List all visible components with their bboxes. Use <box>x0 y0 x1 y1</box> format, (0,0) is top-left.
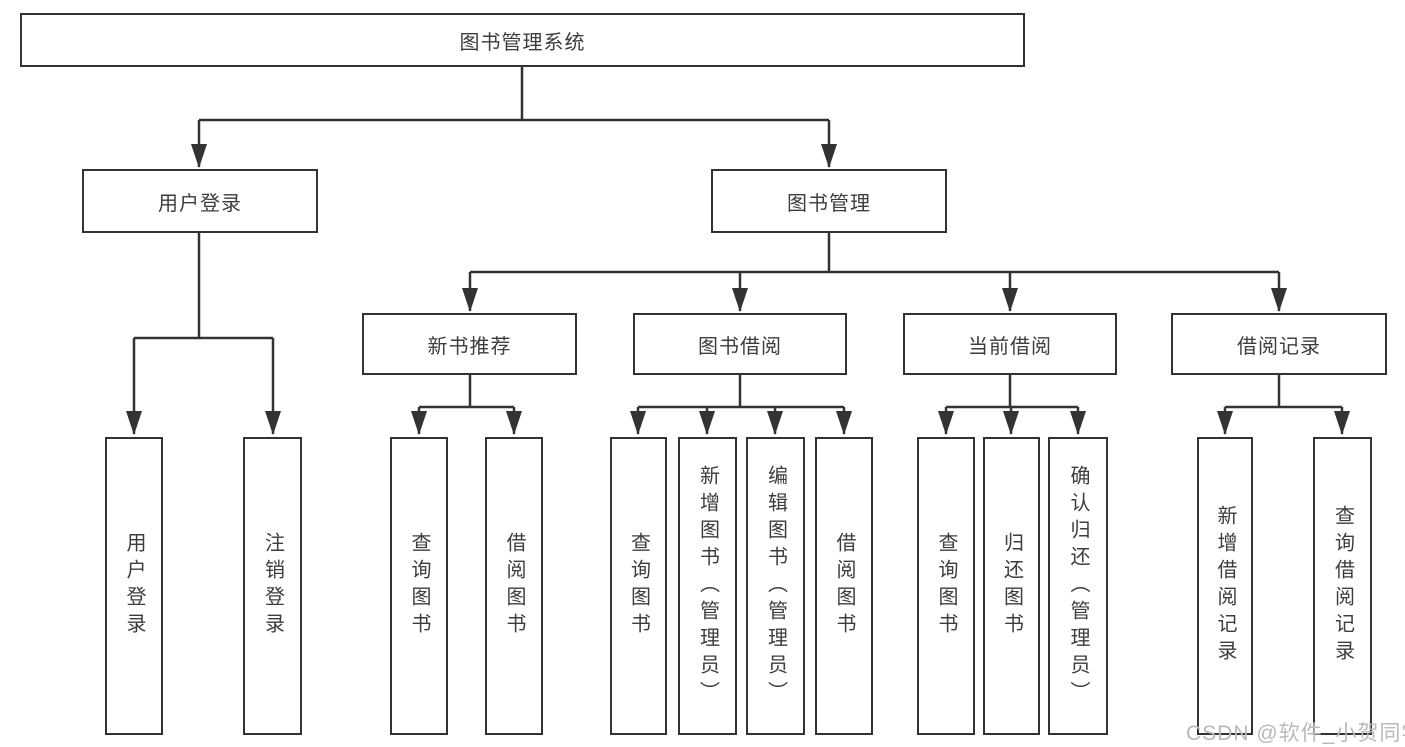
node-user-login-label: 用户登录 <box>158 192 242 215</box>
leaf-return-books: 归还图书 <box>983 437 1040 735</box>
leaf-user-login-label: 用户登录 <box>123 532 145 640</box>
leaf-edit-books-admin-label: 编辑图书（管理员） <box>764 464 787 708</box>
leaf-query-books-newrec-label: 查询图书 <box>408 532 430 640</box>
leaf-borrow-books-newrec-label: 借阅图书 <box>503 532 525 640</box>
leaf-query-books-borrow: 查询图书 <box>610 437 667 735</box>
leaf-query-books-current-label: 查询图书 <box>935 532 957 640</box>
node-borrow-records: 借阅记录 <box>1171 313 1387 375</box>
leaf-logout-login: 注销登录 <box>243 437 302 735</box>
csdn-watermark: CSDN @软件_小贺同学 <box>1186 722 1405 745</box>
node-root-system: 图书管理系统 <box>20 13 1025 67</box>
node-book-management: 图书管理 <box>711 169 947 233</box>
connector-current-borrow-group <box>946 375 1078 409</box>
node-new-book-recommend-label: 新书推荐 <box>427 335 512 358</box>
leaf-borrow-books-borrow-label: 借阅图书 <box>833 532 855 640</box>
leaf-return-books-label: 归还图书 <box>1000 532 1023 640</box>
node-book-management-label: 图书管理 <box>787 192 871 215</box>
connector-book-management-group <box>470 233 1279 274</box>
leaf-edit-books-admin: 编辑图书（管理员） <box>746 437 805 735</box>
leaf-query-books-borrow-label: 查询图书 <box>627 532 650 640</box>
leaf-query-books-current: 查询图书 <box>917 437 975 735</box>
leaf-add-books-admin: 新增图书（管理员） <box>678 437 737 735</box>
node-book-borrowing: 图书借阅 <box>633 313 847 375</box>
node-borrow-records-label: 借阅记录 <box>1237 335 1321 358</box>
node-book-borrowing-label: 图书借阅 <box>698 335 782 358</box>
leaf-logout-login-label: 注销登录 <box>261 532 284 640</box>
node-new-book-recommend: 新书推荐 <box>362 313 577 375</box>
connector-user-login-group <box>134 233 273 340</box>
node-root-system-label: 图书管理系统 <box>459 31 586 54</box>
leaf-user-login: 用户登录 <box>105 437 163 735</box>
connector-book-borrow-group <box>638 375 844 409</box>
node-current-borrowing: 当前借阅 <box>903 313 1117 375</box>
leaf-add-borrow-record: 新增借阅记录 <box>1197 437 1253 735</box>
node-user-login: 用户登录 <box>82 169 318 233</box>
leaf-confirm-return-admin: 确认归还（管理员） <box>1048 437 1108 735</box>
leaf-query-books-newrec: 查询图书 <box>390 437 448 735</box>
leaf-add-books-admin-label: 新增图书（管理员） <box>696 464 719 708</box>
leaf-borrow-books-newrec: 借阅图书 <box>485 437 543 735</box>
leaf-query-borrow-record: 查询借阅记录 <box>1313 437 1372 735</box>
leaf-confirm-return-admin-label: 确认归还（管理员） <box>1067 464 1089 708</box>
connector-root-to-level2 <box>199 67 829 122</box>
leaf-query-borrow-record-label: 查询借阅记录 <box>1331 505 1354 667</box>
leaf-borrow-books-borrow: 借阅图书 <box>815 437 873 735</box>
connector-borrow-records-group <box>1225 375 1342 409</box>
connector-new-book-group <box>419 375 514 409</box>
node-current-borrowing-label: 当前借阅 <box>968 335 1052 358</box>
leaf-add-borrow-record-label: 新增借阅记录 <box>1214 505 1236 667</box>
